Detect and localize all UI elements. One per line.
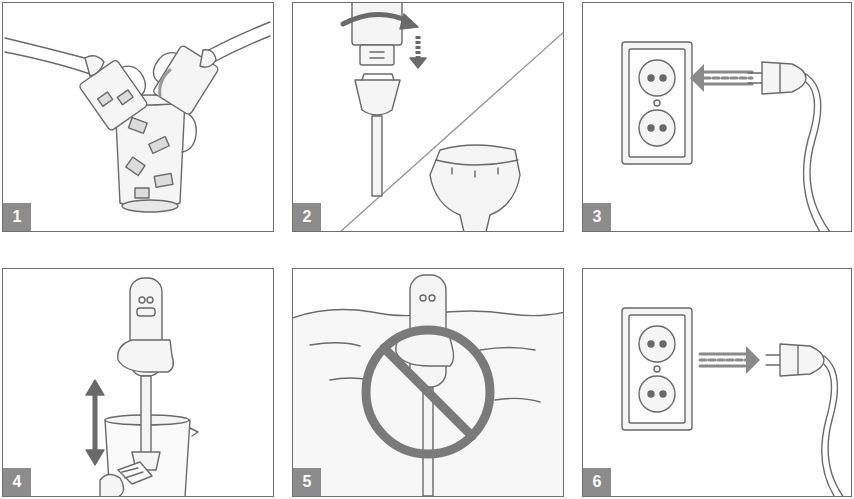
plug-in-illustration <box>622 42 830 231</box>
step-number: 1 <box>3 203 31 231</box>
step-panel: 4 <box>2 268 274 497</box>
step-number: 6 <box>583 468 611 496</box>
step-panel: 3 <box>582 2 852 232</box>
step-number: 4 <box>3 468 31 496</box>
step-panel: 1 <box>2 2 274 232</box>
warning-illustration <box>293 275 563 496</box>
pouring-illustration <box>5 22 270 212</box>
assembly-illustration <box>340 3 563 231</box>
blending-illustration <box>86 278 198 496</box>
unplug-illustration <box>622 308 845 496</box>
step-panel: 6 <box>582 268 852 497</box>
step-number: 3 <box>583 203 611 231</box>
step-panel: 2 <box>292 2 564 232</box>
step-panel: 5 <box>292 268 564 497</box>
step-number: 2 <box>293 203 321 231</box>
step-number: 5 <box>293 468 321 496</box>
